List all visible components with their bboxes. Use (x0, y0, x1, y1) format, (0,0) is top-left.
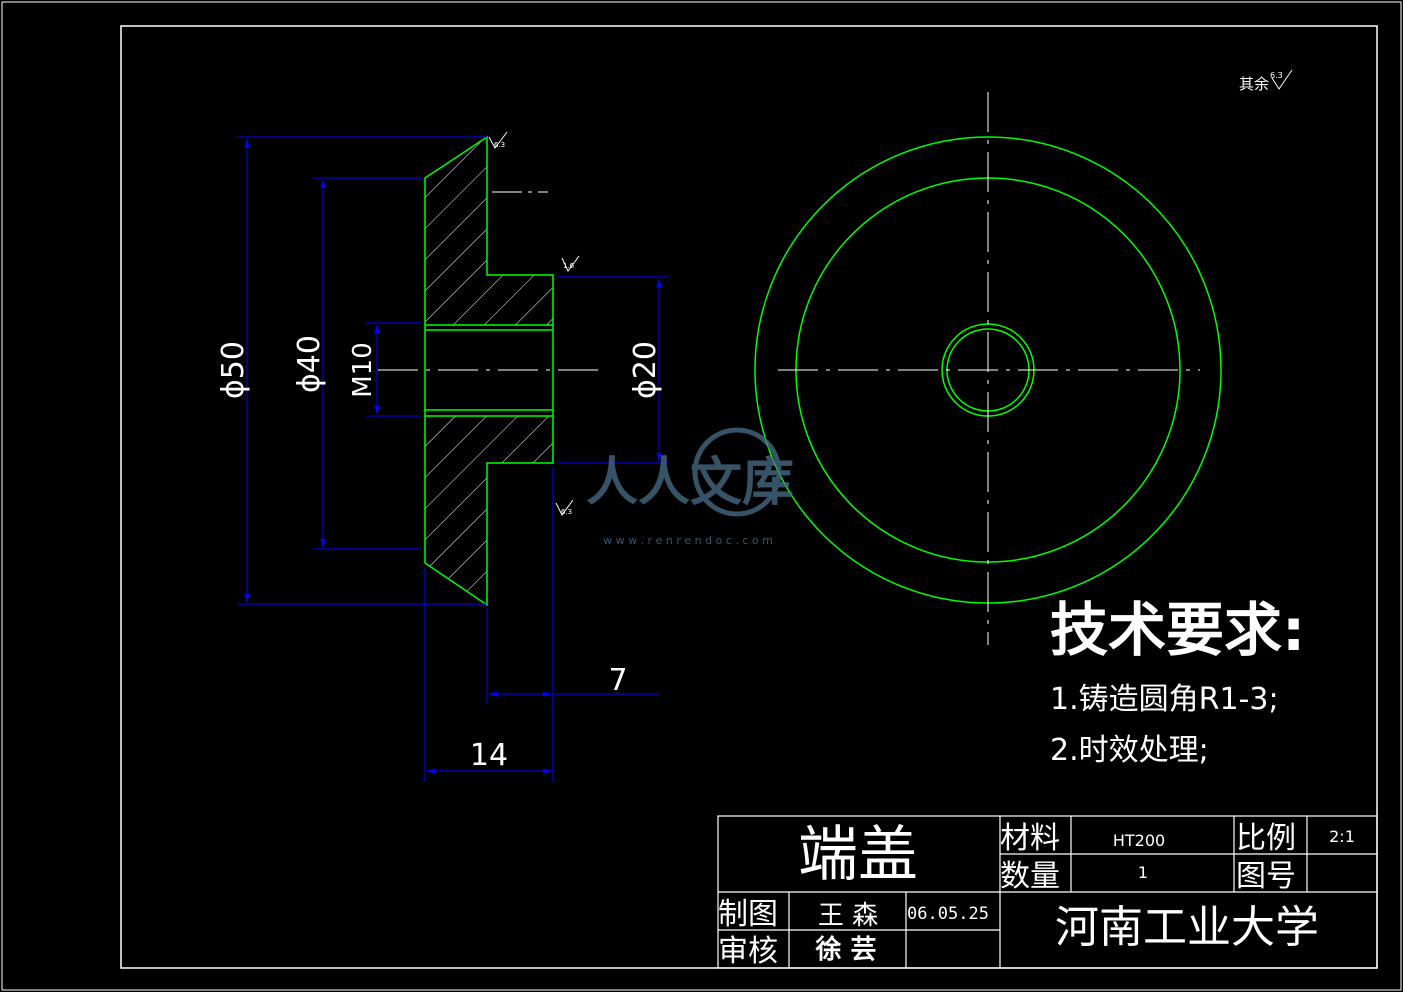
drawn-label: 制图 (718, 897, 778, 932)
roughness-mark-shoulder: 1.6 (561, 255, 580, 272)
quantity-label: 数量 (1000, 859, 1060, 894)
part-name: 端盖 (798, 820, 918, 890)
watermark-logo-ring-icon (692, 427, 782, 517)
front-view (754, 92, 1222, 645)
watermark: 人人文库 w w w . r e n r e n d o c . c o m (586, 427, 794, 547)
section-view: 6.3 1.6 6.3 (378, 131, 602, 607)
dim-text-7: 7 (608, 663, 627, 698)
title-block: 端盖 材料 HT200 比例 2:1 数量 1 图号 制图 王 森 06.05.… (717, 815, 1378, 969)
roughness-symbol-icon (1271, 69, 1293, 90)
section-hatch-lower (425, 416, 553, 605)
section-hatch-upper (425, 137, 553, 325)
roughness-top-icon (488, 131, 508, 149)
other-roughness-note: 其余 6.3 (1239, 69, 1293, 93)
roughness-mark-bottom: 6.3 (555, 499, 574, 516)
svg-text:6.3: 6.3 (494, 141, 505, 149)
svg-text:1.6: 1.6 (563, 262, 575, 270)
checked-label: 审核 (718, 934, 778, 969)
dim-text-m10: M10 (348, 342, 378, 398)
drawn-by: 王 森 (818, 901, 878, 931)
watermark-text: 人人文库 (586, 453, 794, 513)
institution-name: 河南工业大学 (1055, 902, 1319, 953)
quantity-value: 1 (1138, 863, 1148, 882)
svg-text:6.3: 6.3 (561, 508, 572, 516)
tech-req-title: 技术要求: (1050, 596, 1305, 664)
dim-text-d40: ϕ40 (292, 335, 327, 393)
scale-label: 比例 (1236, 821, 1296, 856)
dim-text-d20: ϕ20 (628, 341, 663, 399)
dim-text-d50: ϕ50 (216, 341, 251, 399)
roughness-bottom-icon (555, 499, 574, 516)
roughness-note-value: 6.3 (1270, 71, 1283, 80)
part-outline-lower (424, 416, 554, 607)
technical-requirements: 技术要求: 1.铸造圆角R1-3; 2.时效处理; (1050, 596, 1305, 768)
scale-value: 2:1 (1329, 827, 1355, 846)
dimension-labels: ϕ50 ϕ40 M10 ϕ20 7 14 (216, 335, 663, 773)
drawing-no-label: 图号 (1236, 859, 1296, 894)
part-outline-upper (424, 135, 554, 325)
tech-req-item-2: 2.时效处理; (1050, 733, 1209, 768)
dimensions (237, 136, 669, 781)
drawn-date: 06.05.25 (907, 904, 989, 924)
material-value: HT200 (1113, 831, 1165, 850)
tech-req-item-1: 1.铸造圆角R1-3; (1050, 682, 1279, 717)
dim-text-14: 14 (470, 738, 508, 773)
roughness-shoulder-icon (561, 255, 580, 272)
watermark-url: w w w . r e n r e n d o c . c o m (603, 534, 773, 547)
roughness-note-text: 其余 (1239, 75, 1269, 93)
roughness-mark-top: 6.3 (488, 131, 508, 149)
material-label: 材料 (1000, 821, 1060, 856)
checked-by: 徐 芸 (814, 934, 876, 965)
